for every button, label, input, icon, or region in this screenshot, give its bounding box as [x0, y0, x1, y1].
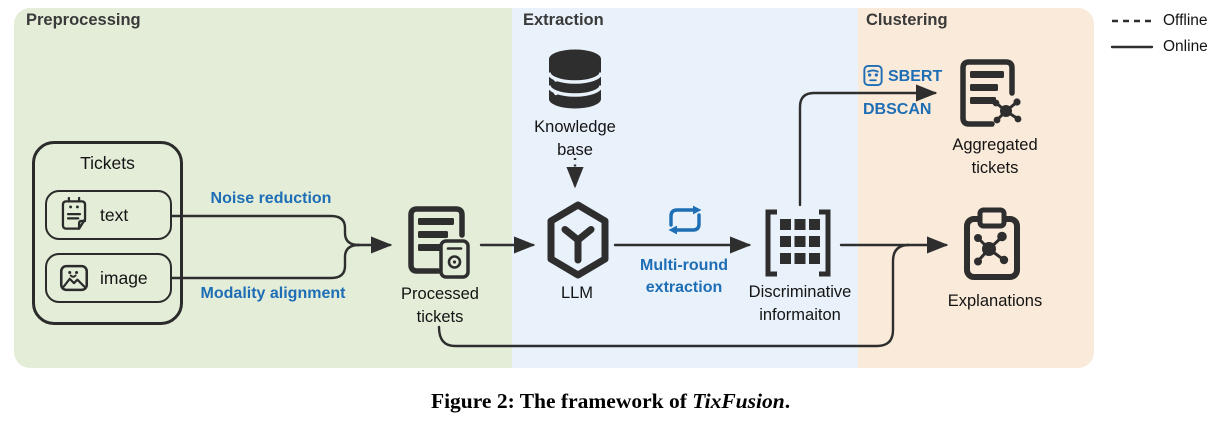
bert-face-icon	[863, 64, 883, 87]
image-face-icon	[59, 264, 89, 292]
bracket-matrix-icon	[765, 209, 831, 277]
preprocessing-heading: Preprocessing	[26, 11, 141, 29]
processed-tickets-label: Processed tickets	[401, 285, 479, 327]
cube-hexagon-icon	[547, 201, 609, 279]
legend-offline-label: Offline	[1163, 12, 1208, 29]
explanations-label: Explanations	[947, 292, 1043, 310]
extraction-heading: Extraction	[523, 11, 604, 29]
preprocessing-panel	[14, 8, 512, 368]
tickets-image-box: image	[45, 253, 172, 303]
llm-label: LLM	[560, 284, 594, 302]
document-gear-icon	[408, 206, 470, 279]
caption-prefix: Figure 2: The framework of	[430, 389, 693, 413]
multi-round-extraction-label: Multi-round extraction	[640, 257, 728, 297]
tickets-text-box: text	[45, 190, 172, 240]
note-face-icon	[61, 196, 87, 230]
tickets-text-label: text	[100, 204, 129, 225]
sbert-label: SBERT	[888, 68, 943, 85]
tickets-image-label: image	[100, 267, 148, 288]
legend-online-label: Online	[1163, 38, 1208, 55]
dbscan-label: DBSCAN	[863, 101, 932, 118]
tickets-title: Tickets	[80, 153, 135, 173]
knowledge-base-label: Knowledge base	[534, 118, 616, 160]
caption-suffix: .	[784, 389, 791, 413]
document-cluster-icon	[960, 59, 1022, 127]
clustering-heading: Clustering	[866, 11, 948, 29]
database-icon	[547, 49, 603, 109]
caption-title: TixFusion	[692, 389, 785, 413]
discriminative-information-label: Discriminative informaiton	[748, 283, 852, 325]
noise-reduction-label: Noise reduction	[210, 190, 332, 207]
repeat-arrows-icon	[668, 205, 702, 235]
clipboard-cluster-icon	[964, 207, 1020, 280]
tickets-group-box: Tickets text	[32, 141, 183, 325]
figure-caption: Figure 2: The framework of TixFusion.	[0, 389, 1221, 414]
aggregated-tickets-label: Aggregated tickets	[952, 136, 1038, 178]
modality-alignment-label: Modality alignment	[200, 285, 346, 302]
